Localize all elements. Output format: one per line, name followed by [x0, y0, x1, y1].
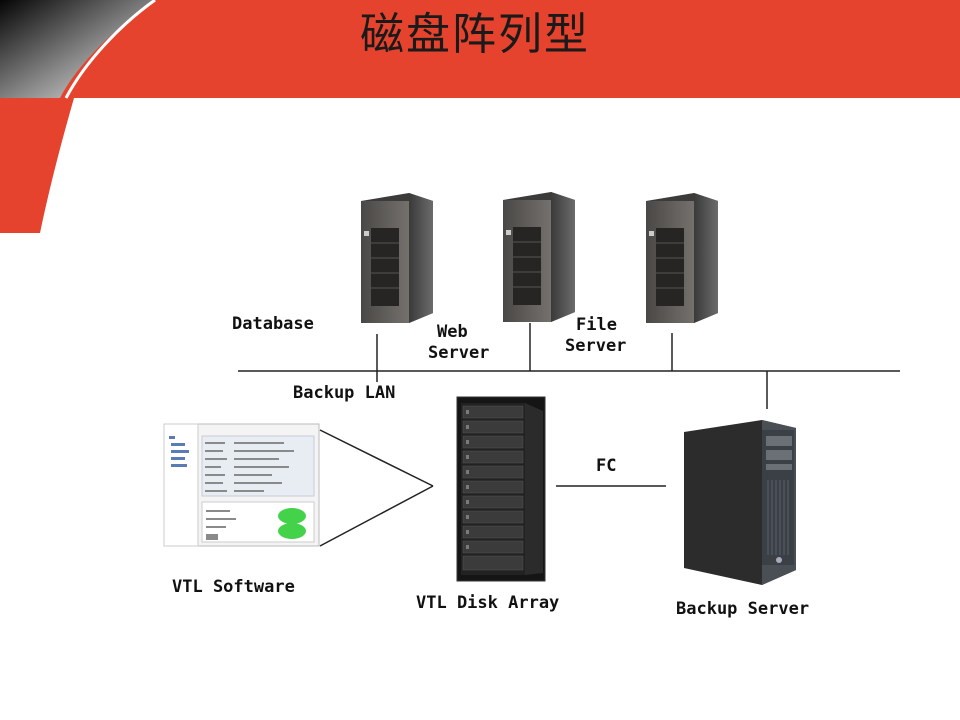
vtl-disk-array-label: VTL Disk Array — [416, 593, 560, 613]
page-title: 磁盘阵列型 — [360, 9, 590, 60]
backup-lan-label: Backup LAN — [293, 383, 396, 403]
backup-server-icon — [684, 420, 796, 585]
web-server-icon — [503, 192, 575, 322]
vtl-software-screenshot-icon — [163, 423, 320, 547]
vtl-disk-array-icon — [456, 396, 546, 582]
file-server-label-line1: File — [576, 315, 617, 335]
vtl-software-label: VTL Software — [172, 577, 295, 597]
web-server-label-line1: Web — [437, 322, 468, 342]
backup-server-label: Backup Server — [676, 599, 810, 619]
file-server-label-line2: Server — [565, 336, 627, 356]
fc-label: FC — [596, 456, 617, 476]
web-server-label-line2: Server — [428, 343, 490, 363]
header-banner — [0, 0, 960, 233]
database-server-icon — [361, 193, 433, 323]
database-label: Database — [232, 314, 314, 334]
file-server-icon — [646, 193, 718, 323]
backup-lan-line — [238, 323, 900, 409]
software-connector-lines — [319, 429, 434, 547]
